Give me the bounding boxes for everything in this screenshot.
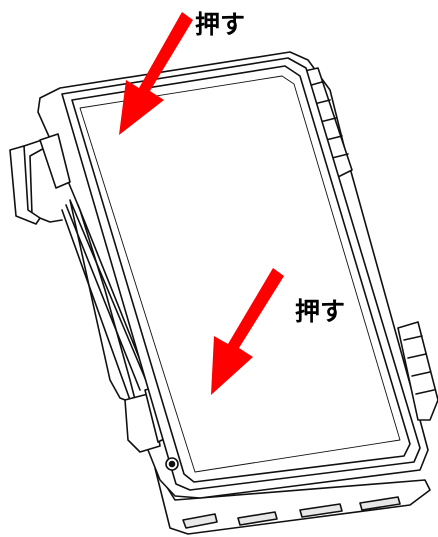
lid-surface — [71, 65, 411, 483]
arrow-down-left-icon — [119, 12, 193, 135]
arrow-down-left-icon — [211, 268, 284, 395]
press-label-bottom: 押す — [295, 297, 345, 326]
case-base — [154, 467, 431, 535]
press-label-top: 押す — [195, 10, 245, 39]
case-body — [9, 51, 438, 535]
hinge-bottom — [397, 321, 438, 421]
